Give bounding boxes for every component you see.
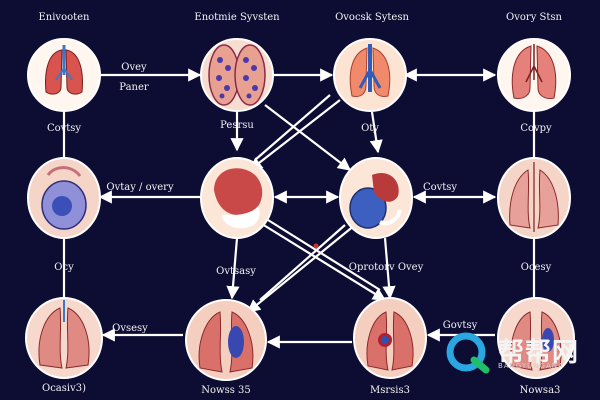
node-organ-6 (200, 157, 274, 239)
title-3: Ovocsk Sytesn (335, 12, 409, 23)
arrow-label-mid-right: Covtsy (422, 182, 458, 193)
node-organ-11 (353, 297, 427, 379)
node-organ-10 (185, 299, 267, 381)
diag-n7-n10b (259, 224, 346, 301)
diag-n2-n7 (264, 104, 352, 171)
diag-n3-n6b (254, 94, 331, 161)
node-4-label: Covpy (520, 123, 552, 134)
node-ovary-5 (27, 157, 101, 239)
node-lungs-1 (27, 38, 101, 112)
node-3-label: Oty (361, 123, 379, 134)
diag-n3-n6 (248, 99, 341, 171)
watermark-text: 帮帮网 (498, 338, 580, 368)
node-organ-ovoid-2 (200, 38, 274, 112)
title-2: Enotmie Syvsten (194, 12, 280, 23)
center-label-left: Ovtsasy (216, 266, 256, 277)
node-11-label: Msrsis3 (370, 385, 410, 396)
node-organ-7 (339, 157, 413, 239)
diag-n6-n11 (261, 223, 387, 301)
node-organ-9 (25, 297, 103, 379)
node-9-label: Ocasiv3) (41, 383, 87, 394)
vert-n3-n7 (369, 111, 383, 154)
arrow-label-mid-left: Ovtay / overy (106, 182, 174, 193)
diag-n7-n10 (246, 224, 356, 313)
connectors (62, 68, 536, 349)
arrow-label-bot-right: Govtsy (442, 320, 478, 331)
accent-dot (313, 243, 319, 249)
node-8-label: Ocesy (520, 262, 552, 273)
arrow-label-bot-left: Ovsesy (112, 323, 148, 334)
center-label-right: Oprotorv Ovey (348, 262, 424, 273)
title-4: Ovory Stsn (506, 12, 562, 23)
vert-n6-n10 (226, 237, 240, 300)
vert-n7-n11 (382, 237, 396, 300)
node-10-label: Nowss 35 (201, 385, 251, 396)
watermark-subtext: BANGYUNGANA (498, 362, 564, 370)
node-organ-12 (497, 297, 575, 379)
node-5-label: Ocy (54, 262, 74, 273)
node-1-label: Covtsy (46, 123, 82, 134)
node-lungs-4 (497, 38, 571, 112)
node-2-label: Pesrsu (220, 120, 254, 131)
watermark-logo-icon (446, 332, 490, 374)
node-organ-8 (497, 157, 571, 239)
diag-n6-n11b (267, 219, 381, 291)
watermark: 帮帮网 BANGYUNGANA (440, 330, 590, 375)
node-lungs-3 (333, 38, 407, 112)
title-1: Enivooten (38, 12, 90, 23)
node-12-label: Nowsa3 (519, 385, 561, 396)
arrow-label-top-a: Ovey (121, 62, 147, 73)
arrow-label-top-b: Paner (119, 82, 149, 93)
